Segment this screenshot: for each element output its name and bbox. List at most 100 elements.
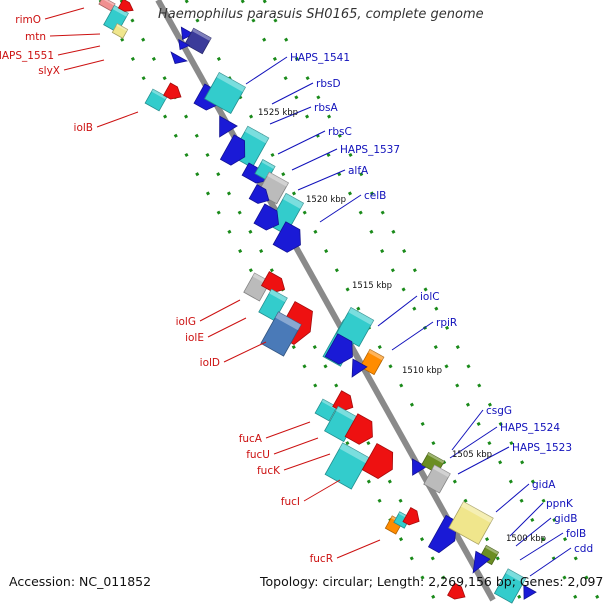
- gene-label-right[interactable]: gidA: [532, 479, 556, 491]
- position-tick-label: 1525 kbp: [258, 108, 298, 118]
- gene-feature[interactable]: [111, 23, 129, 39]
- gene-feature[interactable]: [406, 458, 428, 479]
- gene-feature[interactable]: [359, 348, 385, 376]
- gene-feature[interactable]: [204, 72, 246, 114]
- gene-feature[interactable]: [253, 203, 284, 234]
- gene-label-left[interactable]: slyX: [38, 65, 60, 77]
- gene-feature[interactable]: [248, 184, 273, 208]
- gene-feature[interactable]: [423, 464, 451, 494]
- gene-feature[interactable]: [324, 333, 359, 368]
- leader-line: [49, 33, 101, 37]
- leader-line: [319, 194, 362, 223]
- genome-title: Haemophilus parasuis SH0165, complete ge…: [158, 7, 484, 22]
- gene-label-left[interactable]: fucA: [239, 433, 263, 445]
- gene-feature[interactable]: [219, 134, 251, 169]
- gene-label-right[interactable]: iolC: [420, 291, 440, 303]
- leader-line: [291, 148, 338, 171]
- leader-line: [283, 453, 331, 471]
- gene-label-right[interactable]: folB: [566, 528, 586, 540]
- leader-line: [44, 7, 85, 20]
- gene-feature[interactable]: [117, 0, 135, 15]
- leader-line: [519, 532, 564, 561]
- gene-feature[interactable]: [175, 38, 191, 53]
- gene-label-right[interactable]: rpiR: [436, 317, 457, 329]
- gene-features: [98, 0, 537, 604]
- gene-feature[interactable]: [332, 390, 357, 415]
- leader-line: [529, 547, 572, 577]
- accession-text: Accession: NC_011852: [9, 574, 152, 589]
- gene-feature[interactable]: [103, 4, 129, 34]
- gene-feature[interactable]: [260, 271, 288, 297]
- gene-label-left[interactable]: HAPS_1551: [0, 50, 54, 62]
- gene-feature[interactable]: [345, 358, 368, 381]
- gene-feature[interactable]: [466, 550, 491, 576]
- leader-line: [457, 446, 510, 475]
- gene-label-right[interactable]: celB: [364, 190, 386, 202]
- gene-label-right[interactable]: ppnK: [546, 498, 574, 510]
- gene-label-right[interactable]: gidB: [554, 513, 577, 525]
- leader-line: [269, 106, 312, 125]
- gene-label-right[interactable]: rbsD: [316, 78, 341, 90]
- ruler-line: [262, 0, 601, 601]
- gene-label-left[interactable]: fucU: [246, 449, 270, 461]
- gene-label-left[interactable]: iolD: [200, 357, 220, 369]
- gene-labels: rimO mtnHAPS_1551 slyX iolB iolG iolE iolD fucA…: [0, 14, 593, 565]
- gene-feature[interactable]: [324, 442, 370, 490]
- gene-feature[interactable]: [260, 311, 302, 357]
- gene-feature[interactable]: [447, 582, 469, 603]
- gene-feature[interactable]: [344, 413, 379, 448]
- gene-feature[interactable]: [518, 584, 537, 602]
- gene-label-left[interactable]: rimO: [15, 14, 41, 26]
- gene-label-right[interactable]: HAPS_1523: [512, 442, 572, 454]
- gene-feature[interactable]: [361, 443, 399, 483]
- genome-summary-text: Topology: circular; Length: 2,269,156 bp…: [260, 574, 603, 589]
- ruler-line: [98, 0, 437, 601]
- leader-line: [377, 295, 418, 327]
- gene-feature[interactable]: [272, 221, 307, 256]
- gene-label-right[interactable]: HAPS_1541: [290, 52, 350, 64]
- leader-line: [96, 111, 139, 128]
- position-tick-label: 1505 kbp: [452, 450, 492, 460]
- leader-line: [223, 341, 267, 363]
- gene-feature[interactable]: [448, 501, 494, 545]
- gene-label-right[interactable]: cdd: [574, 543, 593, 555]
- gene-feature[interactable]: [258, 288, 288, 322]
- gene-feature[interactable]: [163, 82, 185, 103]
- gene-label-left[interactable]: fucI: [281, 496, 300, 508]
- gene-feature[interactable]: [402, 507, 423, 529]
- ruler-line: [184, 0, 523, 601]
- gene-label-right[interactable]: alfA: [348, 165, 369, 177]
- gene-label-left[interactable]: iolB: [74, 122, 93, 134]
- leader-line: [303, 479, 341, 502]
- gene-label-left[interactable]: fucK: [257, 465, 281, 477]
- gene-label-right[interactable]: csgG: [486, 405, 512, 417]
- leader-line: [265, 421, 311, 439]
- gene-feature[interactable]: [144, 88, 168, 112]
- leader-line: [391, 321, 434, 351]
- gene-label-left[interactable]: iolE: [185, 332, 204, 344]
- leader-line: [515, 517, 552, 547]
- leader-line: [199, 299, 241, 322]
- gene-label-right[interactable]: HAPS_1524: [500, 422, 560, 434]
- gene-label-right[interactable]: rbsA: [314, 102, 338, 114]
- gene-feature[interactable]: [335, 307, 375, 347]
- leader-line: [336, 539, 381, 559]
- gene-feature[interactable]: [493, 568, 527, 604]
- ruler-line: [240, 0, 579, 601]
- dotted-rulers: [98, 0, 601, 601]
- leader-line: [495, 483, 530, 513]
- gene-label-right[interactable]: HAPS_1537: [340, 144, 400, 156]
- gene-label-left[interactable]: iolG: [176, 316, 196, 328]
- position-tick-label: 1500 kbp: [506, 534, 546, 544]
- gene-feature[interactable]: [167, 51, 188, 68]
- gene-feature[interactable]: [184, 27, 212, 55]
- gene-feature[interactable]: [211, 115, 238, 141]
- position-tick-label: 1510 kbp: [402, 366, 442, 376]
- gene-feature[interactable]: [176, 26, 195, 43]
- gene-label-left[interactable]: fucR: [310, 553, 333, 565]
- ruler-line: [119, 0, 458, 601]
- gene-label-left[interactable]: mtn: [25, 31, 46, 43]
- gene-label-right[interactable]: rbsC: [328, 126, 352, 138]
